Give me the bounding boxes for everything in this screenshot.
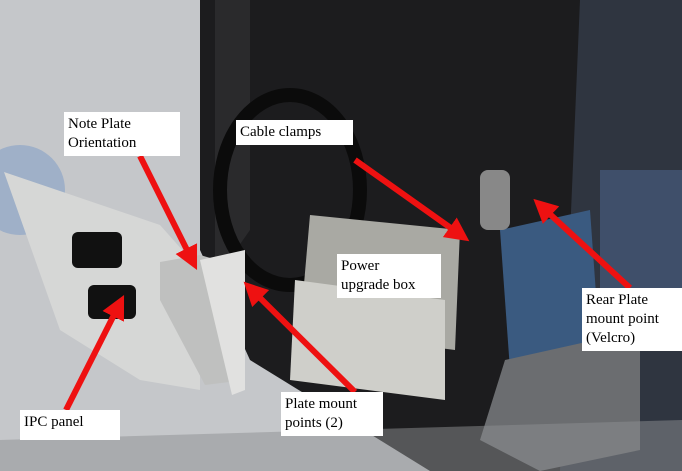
label-line: mount point xyxy=(586,311,659,327)
label-line: Rear Plate xyxy=(586,292,649,308)
label-ipc-panel: IPC panel xyxy=(20,410,120,440)
arrow-cable-clamps xyxy=(353,157,470,242)
arrow-ipc-panel xyxy=(63,294,125,412)
label-line: Note Plate xyxy=(68,116,131,132)
ipc-panel-plate xyxy=(4,172,200,390)
blue-component xyxy=(500,210,600,370)
label-power-upgrade-box: Power upgrade box xyxy=(337,254,441,298)
label-line: Plate mount xyxy=(285,396,358,412)
label-rear-plate-mount: Rear Plate mount point (Velcro) xyxy=(582,288,682,351)
label-line: points (2) xyxy=(285,415,343,431)
arrow-plate-mount xyxy=(243,281,358,395)
arrow-rear-plate xyxy=(533,198,633,291)
power-socket xyxy=(72,232,122,268)
label-line: (Velcro) xyxy=(586,330,636,346)
arrow-note-plate xyxy=(137,154,198,271)
label-plate-mount-points: Plate mount points (2) xyxy=(281,392,383,436)
label-line: upgrade box xyxy=(341,277,416,293)
label-line: Orientation xyxy=(68,135,137,151)
label-cable-clamps: Cable clamps xyxy=(236,120,353,145)
label-line: Power xyxy=(341,258,380,274)
label-note-plate-orientation: Note Plate Orientation xyxy=(64,112,180,156)
